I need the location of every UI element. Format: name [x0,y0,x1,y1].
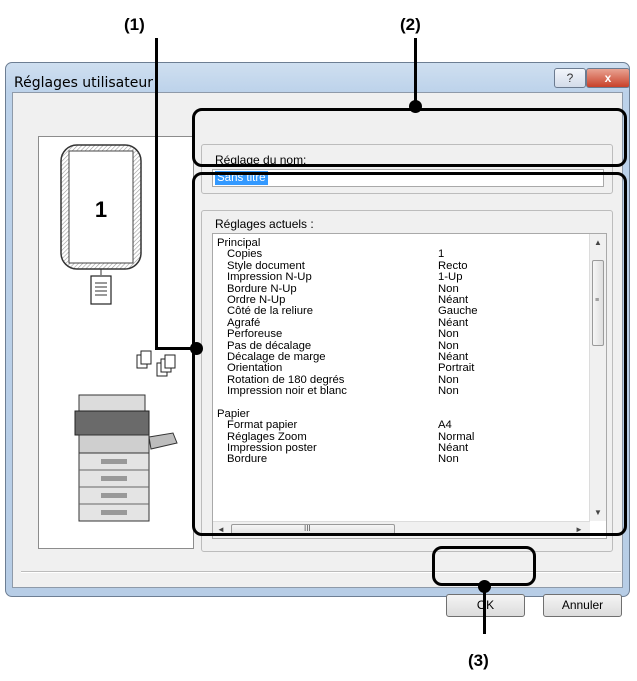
setting-value: Non [438,339,459,352]
setting-value: Non [438,373,459,386]
callout-2: (2) [400,15,421,34]
scroll-down-icon[interactable]: ▼ [594,508,602,517]
settings-row: Décalage de marge Néant [217,350,587,363]
setting-value: Gauche [438,305,478,318]
setting-value: Néant [438,350,469,363]
settings-row: Papier [217,407,587,420]
setting-name: Perforeuse [227,328,283,341]
settings-row: Impression noir et blanc Non [217,385,587,398]
setting-name: Impression noir et blanc [227,385,347,398]
help-icon: ? [566,71,574,85]
settings-row: Bordure Non [217,453,587,466]
settings-row: Format papier A4 [217,419,587,432]
callout-2-leader [414,38,417,102]
setting-value: Non [438,328,459,341]
settings-row: Copies 1 [217,248,587,261]
setting-name: Impression N-Up [227,271,312,284]
settings-row: Impression N-Up 1-Up [217,271,587,284]
finishing-icon [136,350,176,377]
settings-row: Rotation de 180 degrés Non [217,373,587,386]
settings-row: Principal [217,238,587,249]
setting-name: Principal [217,238,261,249]
vertical-scroll-thumb[interactable]: ≡ [592,260,604,346]
setting-name: Impression poster [227,442,317,455]
setting-name: Rotation de 180 degrés [227,373,345,386]
scroll-up-icon[interactable]: ▲ [594,238,602,247]
setting-name: Agrafé [227,316,261,329]
setting-name: Papier [217,407,250,420]
setting-value: 1 [438,248,445,261]
callout-3: (3) [468,651,489,670]
button-separator [21,571,621,573]
callout-3-leader [483,586,486,634]
setting-name: Ordre N-Up [227,293,286,306]
settings-row: Bordure N-Up Non [217,282,587,295]
scroll-left-icon[interactable]: ◄ [217,525,225,534]
settings-row: Ordre N-Up Néant [217,293,587,306]
setting-value: Non [438,282,459,295]
setting-name: Décalage de marge [227,350,326,363]
callout-1-leader-vertical [155,38,158,350]
cancel-button[interactable]: Annuler [543,594,622,617]
setting-value: Néant [438,293,469,306]
setting-value: Non [438,453,459,466]
setting-value: Néant [438,442,469,455]
printer-preview-illustration: 1 [60,144,178,522]
setting-name: Format papier [227,419,298,432]
scroll-right-icon[interactable]: ► [575,525,583,534]
callout-1-dot [190,342,203,355]
callout-1: (1) [124,15,145,34]
vertical-scrollbar[interactable]: ▲ ≡ ▼ [589,234,606,521]
setting-name: Style document [227,259,305,272]
print-preview-panel: 1 [38,136,194,549]
setting-name: Bordure N-Up [227,282,297,295]
current-settings-label: Réglages actuels : [215,217,314,231]
settings-row: Pas de décalage Non [217,339,587,352]
setting-name: Pas de décalage [227,339,312,352]
page-number: 1 [95,197,107,222]
highlight-current-settings [192,172,627,536]
setting-value: Recto [438,259,468,272]
setting-name: Réglages Zoom [227,430,307,443]
settings-row: Agrafé Néant [217,316,587,329]
setting-name: Côté de la reliure [227,305,314,318]
close-icon: x [604,71,612,85]
copier-machine-icon [74,394,178,522]
scroll-grip: III [304,524,311,533]
setting-value: Néant [438,316,469,329]
callout-1-leader-horizontal [155,347,198,350]
settings-row: Orientation Portrait [217,362,587,375]
setting-value: Normal [438,430,475,443]
name-setting-label: Réglage du nom: [215,153,307,167]
setting-value: Non [438,385,459,398]
setting-name: Bordure [227,453,268,466]
settings-row: Perforeuse Non [217,328,587,341]
settings-row: Côté de la reliure Gauche [217,305,587,318]
page-preview-icon: 1 [60,144,142,270]
settings-row: Impression poster Néant [217,442,587,455]
setting-name: Copies [227,248,263,261]
callout-2-dot [409,100,422,113]
highlight-name-setting [192,108,627,167]
document-icon [90,269,112,305]
setting-value: Portrait [438,362,475,375]
close-button[interactable]: x [586,68,630,88]
help-button[interactable]: ? [554,68,586,88]
setting-name: Orientation [227,362,283,375]
dialog-title: Réglages utilisateur [14,75,153,91]
settings-row: Réglages Zoom Normal [217,430,587,443]
setting-value: A4 [438,419,452,432]
callout-3-dot [478,580,491,593]
settings-row: Style document Recto [217,259,587,272]
setting-value: 1-Up [438,271,463,284]
